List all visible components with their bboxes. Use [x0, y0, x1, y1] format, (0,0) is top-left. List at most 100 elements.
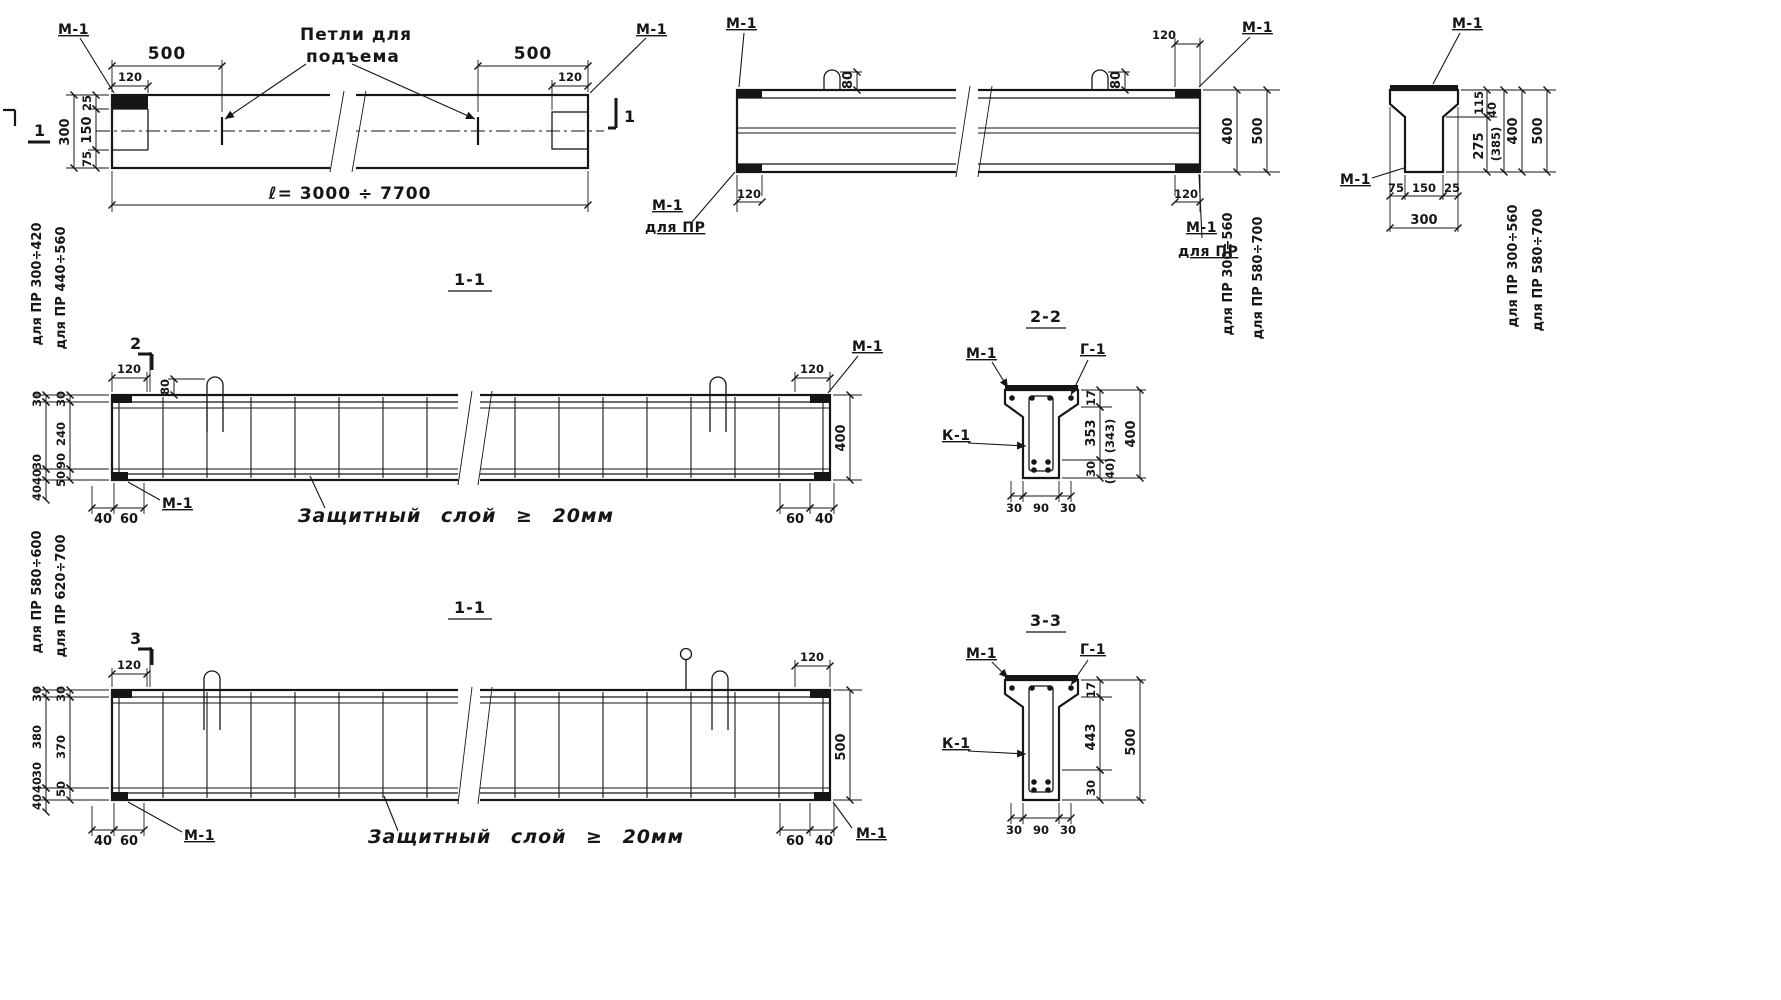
range-pr-300-560: для ПР 300÷560: [1506, 205, 1521, 328]
lifting-loops-label-line2: подъема: [306, 47, 400, 67]
section-3-3: 3-3 М-1 Г-1 К-1 17 443 30 500 30 90 30: [942, 611, 1146, 837]
m1-label: М-1: [1452, 16, 1483, 32]
m1-plate: [112, 792, 128, 800]
dim-353: 353: [1084, 419, 1099, 446]
range-pr-580-600: для ПР 580÷600: [30, 531, 45, 654]
cut-mark-2: [138, 352, 154, 370]
section-title-2-2: 2-2: [1030, 307, 1062, 326]
tbeam-profile: [1003, 388, 1080, 480]
dim-40: 40: [30, 794, 44, 810]
dim-40: 40: [94, 512, 112, 527]
dim-120: 120: [1174, 187, 1198, 201]
m1-plate: [810, 690, 830, 698]
section33-dim-lines: [1007, 676, 1146, 824]
g1-label: Г-1: [1080, 342, 1106, 358]
lifting-loop: [709, 376, 727, 432]
dim-30: 30: [30, 454, 44, 470]
dim-80: 80: [841, 71, 856, 89]
dim-90: 90: [1033, 501, 1049, 515]
dim-300: 300: [1410, 213, 1437, 228]
dim-60: 60: [120, 512, 138, 527]
dim-240: 240: [54, 422, 68, 446]
dim-443: 443: [1084, 723, 1099, 750]
stirrup-k1: [1028, 685, 1054, 793]
range-pr-620-700: для ПР 620÷700: [54, 535, 69, 658]
dim-150: 150: [1412, 181, 1436, 195]
dim-120: 120: [800, 362, 824, 376]
dim-370: 370: [54, 735, 68, 759]
cut-number-2: 2: [130, 334, 142, 353]
cut-mark-3: [138, 647, 154, 665]
dim-115: 115: [1472, 91, 1486, 115]
dim-25: 25: [80, 95, 94, 111]
m1-plate-bottom-left: [737, 164, 762, 172]
m1-label: М-1: [856, 826, 887, 842]
m1-plate-top-left: [737, 90, 762, 98]
range-pr-300-420: для ПР 300÷420: [30, 223, 45, 346]
m1-leader-left: [79, 37, 115, 94]
plan-dim-lines: [66, 60, 592, 212]
dim-25: 25: [1444, 181, 1460, 195]
m1-leader: [832, 801, 853, 829]
dim-500: 500: [834, 733, 849, 760]
protective-layer-note: Защитный слой ≥ 20мм: [297, 505, 614, 527]
dlya-pr-label: для ПР: [1178, 244, 1238, 260]
dim-343-paren: (343): [1103, 419, 1117, 454]
section11b-dim-lines: [34, 660, 862, 836]
m1-plate: [814, 472, 830, 480]
m1-label: М-1: [652, 198, 683, 214]
length-range-label: ℓ= 3000 ÷ 7700: [268, 184, 432, 204]
dim-60: 60: [786, 512, 804, 527]
m1-label: М-1: [162, 496, 193, 512]
lifting-loops-label-line1: Петли для: [300, 25, 412, 45]
dim-40: 40: [30, 777, 44, 793]
m1-plate-top: [1005, 385, 1078, 391]
range-pr-580-700: для ПР 580÷700: [1251, 217, 1266, 340]
section-title-3-3: 3-3: [1030, 611, 1062, 630]
dim-40: 40: [94, 834, 112, 849]
k1-label: К-1: [942, 736, 971, 752]
section-1-1-top: 1-1 2: [30, 223, 882, 528]
dim-30: 30: [30, 391, 44, 407]
dim-40: 40: [815, 834, 833, 849]
m1-label: М-1: [1340, 172, 1371, 188]
dim-40-paren: (40): [1103, 458, 1117, 485]
elevation-view: М-1 80 80 120 М-1 120 М-1 для ПР 120 М-1…: [645, 16, 1280, 340]
k1-label: К-1: [942, 428, 971, 444]
dim-40: 40: [1485, 102, 1499, 118]
m1-leader: [127, 801, 183, 833]
cut-mark-1-right: [608, 98, 618, 130]
m1-plate: [814, 792, 830, 800]
break-lines: [457, 390, 493, 486]
dim-120: 120: [117, 658, 141, 672]
dim-120: 120: [558, 70, 582, 84]
g1-label: Г-1: [1080, 642, 1106, 658]
dim-50: 50: [54, 781, 68, 797]
dim-50: 50: [54, 471, 68, 487]
lifting-leader-left: [224, 63, 307, 120]
m1-leader: [127, 481, 161, 501]
dim-40: 40: [815, 512, 833, 527]
plan-view: М-1 500 Петли для подъема 500 М-1 120 12…: [3, 22, 666, 212]
break-lines: [955, 85, 993, 178]
tsection-view: М-1 М-1 75 150 25 300 115 40 275 (385) 4…: [1340, 16, 1556, 332]
g1-leader: [1070, 659, 1089, 686]
break-gap: [458, 390, 480, 485]
break-gap: [956, 85, 978, 177]
protective-layer-note: Защитный слой ≥ 20мм: [367, 826, 684, 848]
dim-17: 17: [1084, 390, 1098, 406]
m1-leader: [691, 171, 736, 223]
range-pr-440-560: для ПР 440÷560: [54, 227, 69, 350]
dim-30: 30: [1060, 501, 1076, 515]
dim-500-right: 500: [514, 44, 553, 64]
m1-leader: [1198, 173, 1203, 239]
lifting-loop: [711, 670, 729, 730]
plan-right-recess: [551, 111, 589, 150]
section-title-1-1: 1-1: [454, 598, 486, 617]
dim-400: 400: [1221, 117, 1236, 144]
lifting-loop: [206, 376, 224, 432]
dim-30: 30: [1006, 501, 1022, 515]
dim-17: 17: [1084, 682, 1098, 698]
